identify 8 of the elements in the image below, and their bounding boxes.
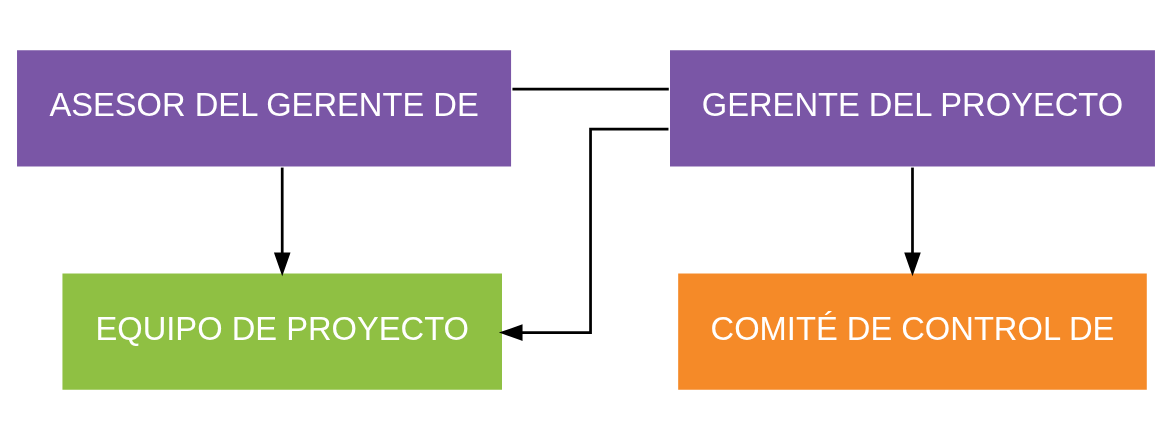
node-box: COMITÉ DE CONTROL DE [676,271,1149,392]
arrow [273,167,291,276]
arrow [498,127,669,341]
node-box: GERENTE DEL PROYECTO [668,47,1157,168]
node-box: ASESOR DEL GERENTE DE [15,47,513,168]
node-box: EQUIPO DE PROYECTO [60,271,504,392]
arrow [904,167,921,276]
connector [512,87,669,91]
